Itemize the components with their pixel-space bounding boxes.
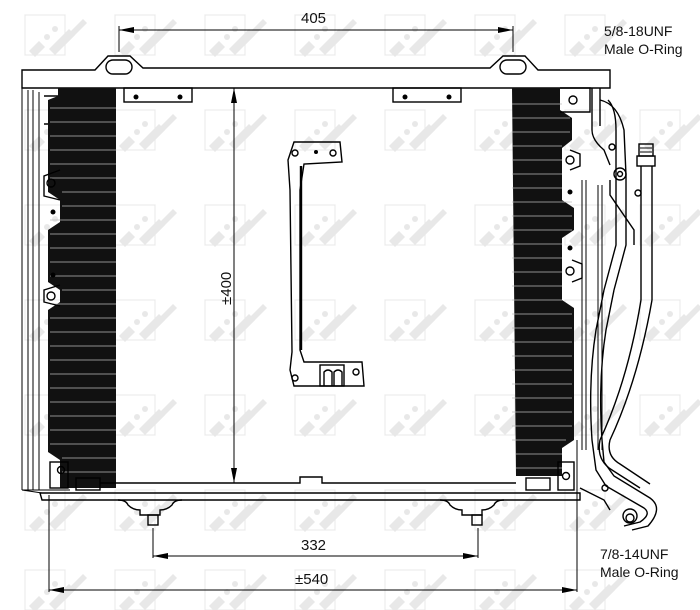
top-bracket-left (123, 87, 193, 103)
dimension-label-400: ±400 (218, 271, 235, 305)
dimension-label-332: 332 (301, 537, 327, 554)
nrf-watermark-grid (24, 14, 700, 610)
dimension-label-405: 405 (301, 10, 327, 27)
dimension-405 (118, 26, 514, 52)
dimension-label-540: ±540 (295, 571, 329, 588)
dimension-332 (152, 528, 479, 559)
left-side-tank (21, 88, 70, 491)
lower-connection-thread: 7/8-14UNF (600, 546, 669, 562)
bottom-frame-rail (21, 476, 581, 526)
dimension-400 (231, 88, 237, 483)
upper-connection-type: Male O-Ring (604, 41, 683, 57)
top-frame-rail (21, 55, 611, 89)
right-side-tank (560, 87, 603, 450)
top-bracket-right (392, 87, 462, 103)
refrigerant-pipes (579, 88, 658, 531)
upper-connection-note: 5/8-18UNF Male O-Ring (604, 22, 683, 58)
lower-connection-type: Male O-Ring (600, 564, 679, 580)
center-support-bracket (287, 141, 365, 387)
upper-connection-thread: 5/8-18UNF (604, 23, 673, 39)
lower-connection-note: 7/8-14UNF Male O-Ring (600, 545, 679, 581)
left-core (43, 88, 116, 491)
right-core (512, 88, 575, 491)
dimension-540 (48, 440, 578, 593)
